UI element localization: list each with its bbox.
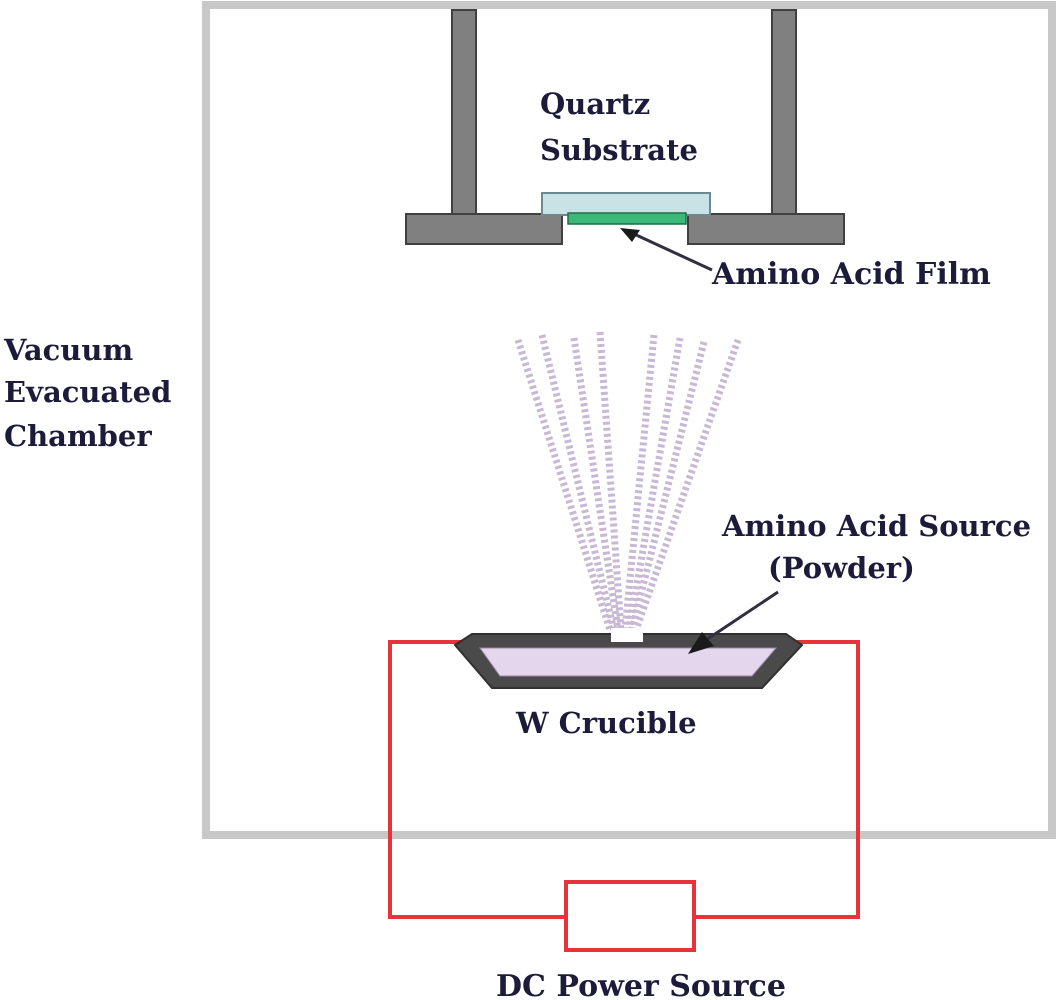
- quartz-substrate: [541, 192, 711, 216]
- crucible-lid-gap: [611, 628, 643, 642]
- holder-plate-left: [405, 213, 563, 245]
- circuit-wire-left: [388, 640, 566, 919]
- circuit-wire-right: [694, 640, 860, 919]
- power-circuit: [388, 640, 860, 919]
- source-pointer-line: [705, 590, 779, 642]
- vapor-ray-6: [625, 337, 684, 631]
- chamber-label-line2: Evacuated: [4, 375, 171, 409]
- film-pointer-line: [633, 232, 713, 272]
- holder-plate-right: [687, 213, 845, 245]
- source-pointer-arrowhead: [688, 632, 714, 654]
- vacuum-chamber-wall: [202, 1, 1056, 839]
- vapor-ray-3: [570, 337, 622, 631]
- power-source-label: DC Power Source: [496, 969, 786, 1000]
- amino-acid-film: [567, 212, 687, 225]
- vapor-ray-1: [514, 338, 614, 632]
- vapor-ray-5: [621, 334, 658, 631]
- crucible-powder: [479, 647, 778, 677]
- chamber-label-line3: Chamber: [4, 419, 152, 453]
- w-crucible: [453, 628, 804, 689]
- film-label: Amino Acid Film: [711, 257, 991, 292]
- vapor-ray-4: [596, 331, 625, 631]
- film-pointer-arrowhead: [620, 228, 640, 242]
- holder-post-left: [451, 9, 477, 217]
- substrate-label-line1: Quartz: [540, 87, 650, 121]
- crucible-label: W Crucible: [515, 706, 697, 740]
- dc-power-source-box: [564, 880, 696, 952]
- vapor-plume: [514, 331, 742, 632]
- vapor-ray-7: [628, 341, 708, 631]
- source-label-line1: Amino Acid Source: [721, 509, 1031, 543]
- source-label-line2: (Powder): [768, 551, 915, 585]
- substrate-label-line2: Substrate: [540, 133, 698, 167]
- holder-post-right: [771, 9, 797, 217]
- vapor-ray-2: [538, 334, 618, 631]
- chamber-label-line1: Vacuum: [3, 333, 133, 367]
